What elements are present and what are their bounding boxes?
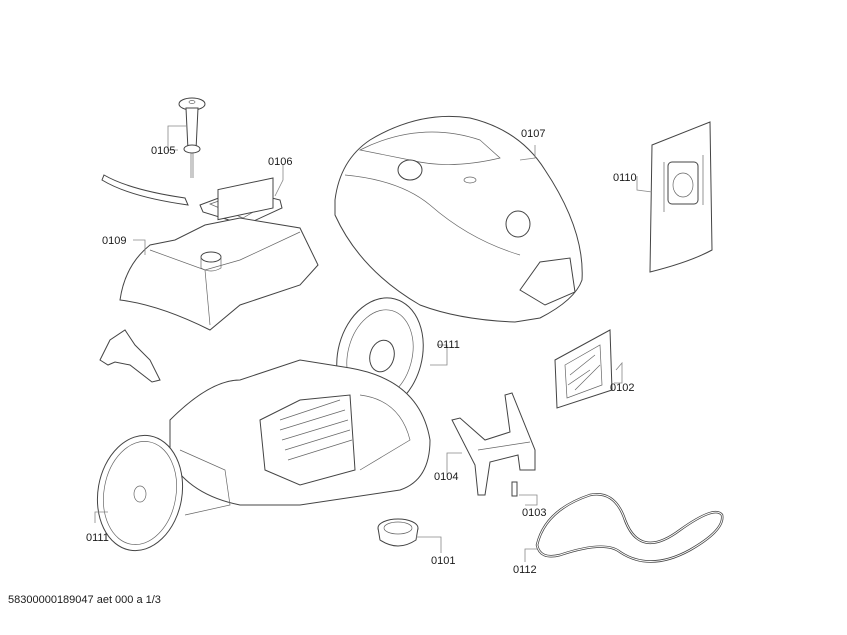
- part-0111-wheel-left[interactable]: [89, 429, 231, 558]
- part-label-0107[interactable]: 0107: [521, 128, 546, 140]
- part-bracket[interactable]: [99, 329, 161, 383]
- part-strap[interactable]: [101, 174, 189, 206]
- part-label-0111-right[interactable]: 0111: [437, 339, 460, 351]
- part-0107-housing[interactable]: [334, 115, 583, 323]
- part-label-0110[interactable]: 0110: [613, 172, 637, 184]
- part-label-0101[interactable]: 0101: [431, 555, 456, 567]
- part-label-0106[interactable]: 0106: [268, 156, 293, 168]
- part-0104-bag-holder[interactable]: [451, 392, 536, 496]
- part-0102-motor-filter[interactable]: [554, 329, 613, 409]
- part-label-0104[interactable]: 0104: [434, 471, 459, 483]
- part-body-base[interactable]: [169, 359, 431, 506]
- part-0103-insert[interactable]: [511, 481, 518, 497]
- part-label-0102[interactable]: 0102: [610, 382, 635, 394]
- part-label-0112[interactable]: 0112: [513, 564, 537, 576]
- part-0105-rod[interactable]: [178, 97, 206, 178]
- part-0112-seal[interactable]: [535, 493, 724, 563]
- part-0109-inner-cover[interactable]: [119, 177, 319, 331]
- part-0110-dust-bag[interactable]: [649, 121, 713, 273]
- part-0101-castor[interactable]: [377, 518, 419, 547]
- part-label-0109[interactable]: 0109: [102, 235, 127, 247]
- part-label-0103[interactable]: 0103: [522, 507, 547, 519]
- part-label-0111-left[interactable]: 0111: [86, 532, 109, 544]
- document-reference: 58300000189047 aet 000 a 1/3: [8, 594, 161, 606]
- part-label-0105[interactable]: 0105: [151, 145, 176, 157]
- leader-lines: [94, 125, 653, 562]
